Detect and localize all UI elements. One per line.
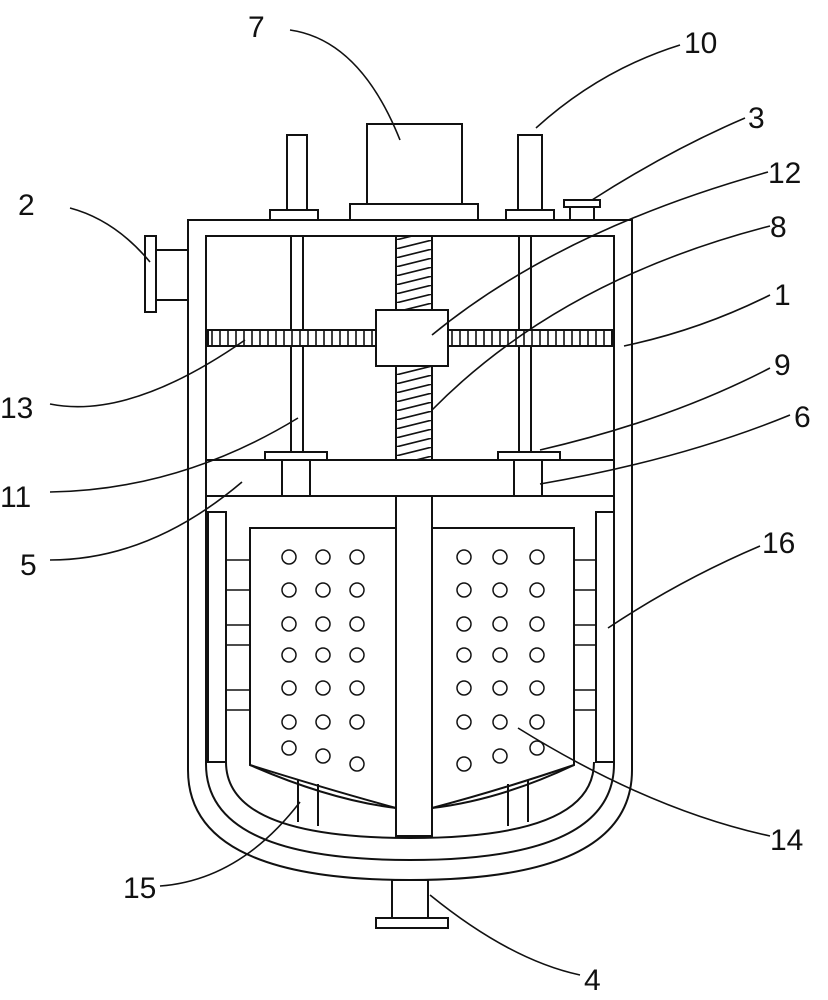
perforation-hole [282, 583, 296, 597]
perforation-hole [457, 715, 471, 729]
top-fittings [270, 124, 600, 220]
label-11: 11 [0, 481, 31, 514]
perforation-hole [457, 583, 471, 597]
label-5: 5 [20, 549, 37, 582]
label-2: 2 [18, 189, 35, 222]
perforation-hole [530, 681, 544, 695]
perforation-hole [457, 757, 471, 771]
label-15: 15 [123, 872, 156, 905]
perforation-hole [530, 583, 544, 597]
perforation-hole [350, 583, 364, 597]
perforation-hole [493, 550, 507, 564]
perforation-hole [282, 648, 296, 662]
perforation-hole [316, 550, 330, 564]
perforation-hole [493, 749, 507, 763]
perforation-hole [350, 617, 364, 631]
perforation-hole [530, 617, 544, 631]
perforation-hole [282, 741, 296, 755]
label-13: 13 [0, 392, 33, 425]
label-7: 7 [248, 11, 265, 44]
perforation-hole [457, 681, 471, 695]
label-9: 9 [774, 349, 791, 382]
label-4: 4 [584, 964, 601, 997]
label-16: 16 [762, 527, 795, 560]
perforation-hole [282, 715, 296, 729]
perforation-hole [457, 648, 471, 662]
perforation-hole [350, 550, 364, 564]
perforation-hole [493, 681, 507, 695]
perforation-hole [530, 550, 544, 564]
perforation-hole [282, 550, 296, 564]
perforation-hole [493, 715, 507, 729]
perforation-hole [457, 617, 471, 631]
perforation-hole [350, 715, 364, 729]
perforation-hole [316, 617, 330, 631]
perforation-hole [493, 617, 507, 631]
perforation-hole [350, 681, 364, 695]
label-6: 6 [794, 401, 811, 434]
perforation-hole [350, 757, 364, 771]
perforation-hole [530, 648, 544, 662]
perforation-hole [282, 617, 296, 631]
left-basket [208, 512, 396, 808]
label-8: 8 [770, 211, 787, 244]
side-inlet [145, 236, 188, 312]
nut-block [376, 310, 448, 366]
perforation-hole [316, 648, 330, 662]
perforation-hole [282, 681, 296, 695]
label-14: 14 [770, 824, 803, 857]
perforation-hole [530, 715, 544, 729]
perforation-hole [457, 550, 471, 564]
perforation-hole [316, 749, 330, 763]
central-shaft [396, 496, 432, 836]
perforation-hole [316, 715, 330, 729]
perforation-hole [316, 681, 330, 695]
perforation-hole [316, 583, 330, 597]
label-12: 12 [768, 157, 801, 190]
label-3: 3 [748, 102, 765, 135]
bottom-outlet [376, 880, 448, 928]
perforation-hole [493, 583, 507, 597]
perforation-hole [493, 648, 507, 662]
label-10: 10 [684, 27, 717, 60]
label-1: 1 [774, 279, 791, 312]
perforation-hole [350, 648, 364, 662]
